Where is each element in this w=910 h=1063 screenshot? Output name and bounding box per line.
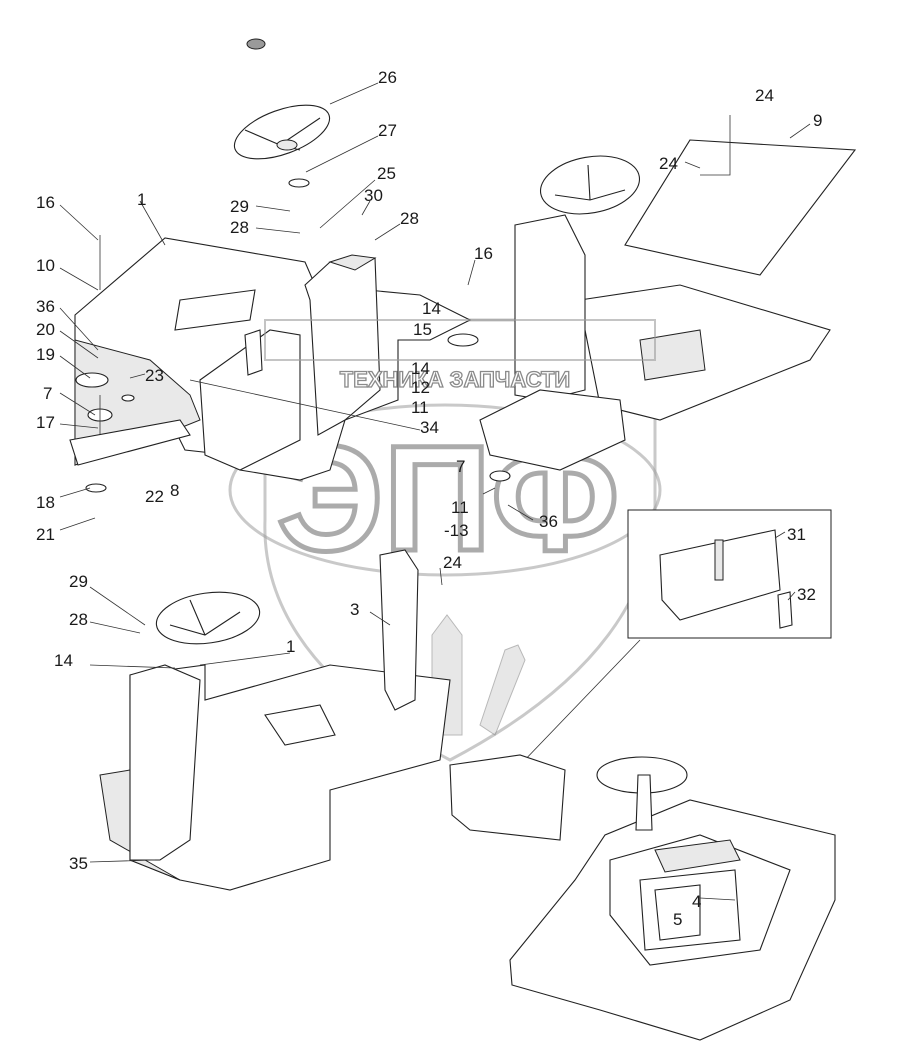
callout-1: 1 bbox=[137, 190, 146, 209]
column-top bbox=[328, 254, 377, 271]
callout-3: 3 bbox=[350, 600, 359, 619]
callout-30: 30 bbox=[364, 186, 383, 205]
steering-cap bbox=[246, 38, 266, 50]
top-right-frame-assembly bbox=[447, 115, 857, 482]
panel-5 bbox=[654, 884, 701, 941]
leader-lines bbox=[59, 82, 811, 901]
callout-28: 28 bbox=[230, 218, 249, 237]
steering-wheel-bottom-left bbox=[155, 591, 261, 645]
deck-cutout bbox=[174, 289, 256, 331]
callout-29: 29 bbox=[69, 572, 88, 591]
callout-10: 10 bbox=[36, 256, 55, 275]
mount-19 bbox=[75, 372, 109, 388]
callout-24: 24 bbox=[659, 154, 678, 173]
steering-wheel-top-left bbox=[233, 104, 331, 160]
frame-side-bottom-left bbox=[99, 769, 181, 881]
callout-1: 1 bbox=[286, 637, 295, 656]
callout-24: 24 bbox=[443, 553, 462, 572]
cover-plate-9 bbox=[624, 139, 857, 276]
callout-32: 32 bbox=[797, 585, 816, 604]
callout-36: 36 bbox=[36, 297, 55, 316]
callout-11: 11 bbox=[411, 398, 429, 417]
steering-washer bbox=[288, 178, 310, 188]
steering-wheel-bottom-left-spokes bbox=[169, 599, 241, 636]
callout-20: 20 bbox=[36, 320, 55, 339]
steering-column-bottom-left bbox=[129, 664, 201, 861]
callout-26: 26 bbox=[378, 68, 397, 87]
callout-17: 17 bbox=[36, 413, 55, 432]
watermark-ellipse bbox=[228, 403, 662, 577]
callout-23: 23 bbox=[145, 366, 164, 385]
callout-5: 5 bbox=[673, 910, 682, 929]
leader-24 bbox=[700, 115, 731, 176]
detail-inset bbox=[449, 509, 832, 841]
cover-31-slot bbox=[714, 539, 724, 581]
washer-18 bbox=[85, 483, 107, 493]
callout-14: 14 bbox=[54, 651, 73, 670]
callout-16: 16 bbox=[474, 244, 493, 263]
bottom-right-frame-assembly bbox=[509, 756, 836, 1041]
seat-mount-right bbox=[479, 389, 626, 471]
callout-29: 29 bbox=[230, 197, 249, 216]
callout-31: 31 bbox=[787, 525, 806, 544]
callout-16: 16 bbox=[36, 193, 55, 212]
bottom-left-frame-assembly bbox=[99, 549, 451, 891]
deck-cutout-right bbox=[639, 329, 706, 381]
callout-22: 22 bbox=[145, 487, 164, 506]
deck-cutout-bottom-left bbox=[264, 704, 336, 746]
callout-19: 19 bbox=[36, 345, 55, 364]
steering-column-bottom-right bbox=[635, 774, 653, 831]
hatch-cutout bbox=[654, 839, 741, 873]
cover-loose bbox=[449, 754, 566, 841]
steering-hub bbox=[276, 139, 298, 151]
callout-28: 28 bbox=[69, 610, 88, 629]
side-panel bbox=[199, 329, 301, 471]
callout-9: 9 bbox=[813, 111, 822, 130]
panel-slot bbox=[244, 329, 263, 376]
callout-21: 21 bbox=[36, 525, 55, 544]
mount-7-right bbox=[489, 470, 511, 482]
callout-14: 14 bbox=[422, 299, 441, 318]
callout-27: 27 bbox=[378, 121, 397, 140]
steering-wheel-top-right bbox=[539, 155, 641, 215]
latch-32 bbox=[777, 591, 793, 629]
callout-15: 15 bbox=[413, 320, 432, 339]
watermark-banner-text: ТЕХНИКА ЗАПЧАСТИ bbox=[340, 367, 571, 392]
callout-12: 12 bbox=[411, 378, 430, 397]
plate-15 bbox=[447, 333, 479, 347]
callout-34: 34 bbox=[420, 418, 439, 437]
callout-36: 36 bbox=[539, 512, 558, 531]
callout-11: 11 bbox=[451, 498, 469, 517]
callout-24: 24 bbox=[755, 86, 774, 105]
callout-4: 4 bbox=[692, 892, 701, 911]
detail-pointer bbox=[519, 639, 641, 766]
callout-35: 35 bbox=[69, 854, 88, 873]
washer-22 bbox=[121, 394, 135, 402]
watermark-banner: ТЕХНИКА ЗАПЧАСТИ bbox=[264, 319, 656, 393]
trim-panel-3 bbox=[379, 549, 419, 711]
deck-plate-right bbox=[579, 284, 831, 421]
callout-28: 28 bbox=[400, 209, 419, 228]
callout-labels: 26 27 25 30 29 28 28 16 1 10 36 20 19 23… bbox=[36, 68, 822, 929]
callout-18: 18 bbox=[36, 493, 55, 512]
callout-13: -13 bbox=[444, 521, 469, 540]
steering-column-right bbox=[514, 214, 586, 401]
callout-7: 7 bbox=[43, 384, 52, 403]
steering-wheel-right-spokes bbox=[554, 164, 626, 201]
callout-8: 8 bbox=[170, 481, 179, 500]
callout-14: 14 bbox=[411, 359, 430, 378]
bracket-8 bbox=[69, 419, 191, 466]
callout-25: 25 bbox=[377, 164, 396, 183]
callout-7: 7 bbox=[456, 457, 465, 476]
watermark-banner-frame bbox=[264, 319, 656, 361]
